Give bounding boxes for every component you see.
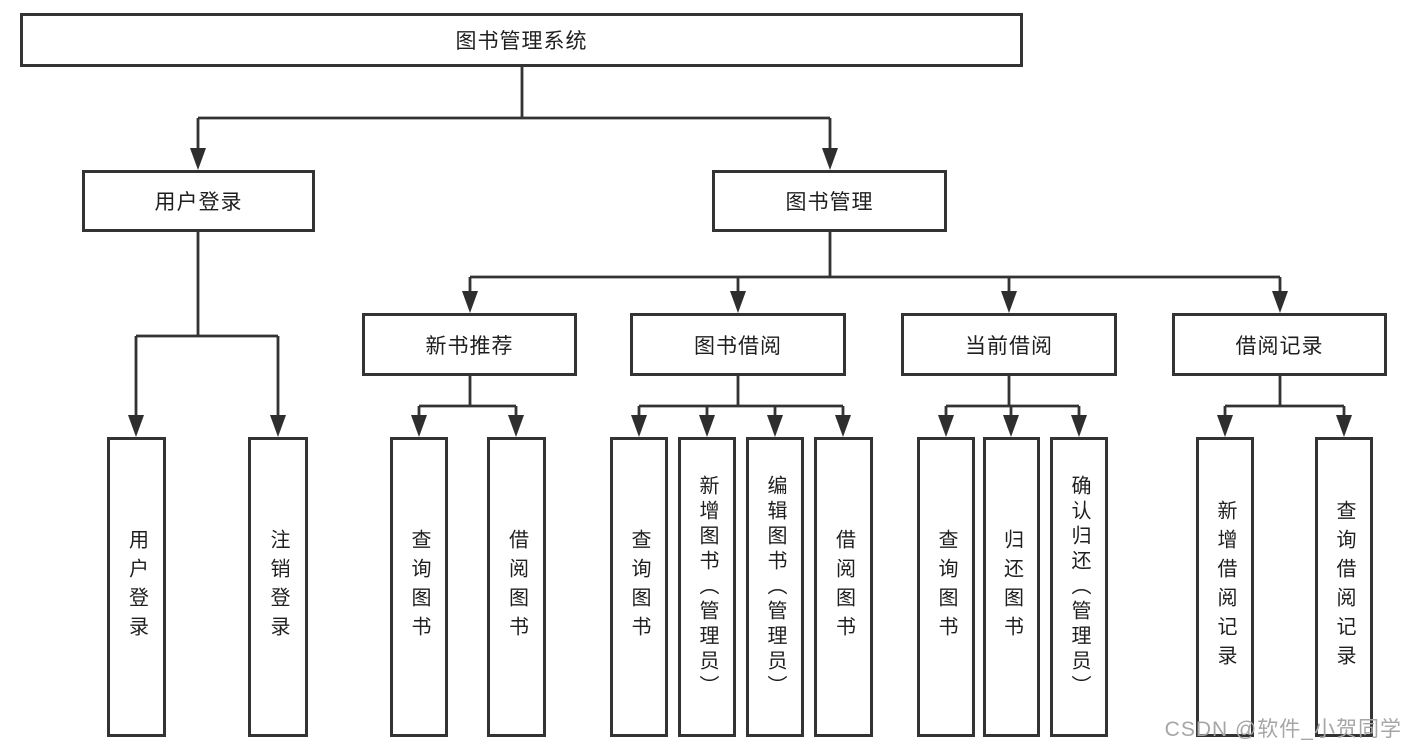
node-label: 图书借阅 xyxy=(694,334,782,358)
leaf-add-borrow-record: 新增借阅记录 xyxy=(1196,437,1254,737)
arrow-down-icon xyxy=(1217,415,1233,437)
arrow-down-icon xyxy=(190,148,206,170)
node-label: 用户登录 xyxy=(154,191,243,214)
node-label: 编辑图书（管理员） xyxy=(764,474,786,700)
watermark: CSDN @软件_小贺同学 xyxy=(1164,718,1402,741)
node-label: 借阅记录 xyxy=(1235,334,1324,358)
arrow-down-icon xyxy=(508,415,524,437)
node-label: 借阅图书 xyxy=(505,529,528,645)
leaf-confirm-return-admin: 确认归还（管理员） xyxy=(1050,437,1108,737)
arrow-down-icon xyxy=(128,415,144,437)
arrow-down-icon xyxy=(411,415,427,437)
arrowhead-icons xyxy=(128,148,1352,437)
arrow-down-icon xyxy=(1336,415,1352,437)
leaf-query-books-3: 查询图书 xyxy=(917,437,975,737)
arrow-down-icon xyxy=(462,291,478,313)
arrow-down-icon xyxy=(767,415,783,437)
node-label: 确认归还（管理员） xyxy=(1068,474,1090,700)
arrow-down-icon xyxy=(699,415,715,437)
node-current-borrowing: 当前借阅 xyxy=(901,313,1117,376)
node-label: 查询借阅记录 xyxy=(1333,500,1355,674)
node-label: 图书管理 xyxy=(785,191,874,214)
node-label: 用户登录 xyxy=(125,529,148,645)
arrow-down-icon xyxy=(631,415,647,437)
node-label: 图书管理系统 xyxy=(455,30,588,53)
node-label: 新增借阅记录 xyxy=(1214,500,1236,674)
arrow-down-icon xyxy=(1003,415,1019,437)
arrow-down-icon xyxy=(822,148,838,170)
arrow-down-icon xyxy=(938,415,954,437)
node-book-management: 图书管理 xyxy=(712,170,947,232)
arrow-down-icon xyxy=(835,415,851,437)
node-label: 归还图书 xyxy=(1000,529,1023,645)
leaf-edit-books-admin: 编辑图书（管理员） xyxy=(746,437,804,737)
arrow-down-icon xyxy=(1272,291,1288,313)
node-label: 查询图书 xyxy=(935,529,957,645)
node-label: 查询图书 xyxy=(628,529,650,645)
arrow-down-icon xyxy=(730,291,746,313)
arrow-down-icon xyxy=(270,415,286,437)
arrow-down-icon xyxy=(1071,415,1087,437)
node-label: 借阅图书 xyxy=(832,529,855,645)
leaf-query-books-2: 查询图书 xyxy=(610,437,668,737)
node-label: 注销登录 xyxy=(267,529,289,645)
edge-lines xyxy=(134,67,1346,417)
leaf-add-books-admin: 新增图书（管理员） xyxy=(678,437,736,737)
node-book-borrowing: 图书借阅 xyxy=(630,313,846,376)
leaf-borrow-books-2: 借阅图书 xyxy=(814,437,873,737)
node-label: 当前借阅 xyxy=(965,334,1053,358)
leaf-user-login: 用户登录 xyxy=(107,437,166,737)
arrow-down-icon xyxy=(1001,291,1017,313)
node-label: 查询图书 xyxy=(408,529,430,645)
node-new-book-recommendation: 新书推荐 xyxy=(362,313,577,376)
leaf-query-books: 查询图书 xyxy=(390,437,448,737)
node-label: 新增图书（管理员） xyxy=(696,474,718,700)
leaf-logout: 注销登录 xyxy=(248,437,308,737)
node-label: 新书推荐 xyxy=(425,334,514,358)
leaf-return-books: 归还图书 xyxy=(983,437,1040,737)
node-library-management-system: 图书管理系统 xyxy=(20,13,1023,67)
leaf-query-borrow-record: 查询借阅记录 xyxy=(1315,437,1373,737)
leaf-borrow-books: 借阅图书 xyxy=(487,437,546,737)
node-borrowing-records: 借阅记录 xyxy=(1172,313,1387,376)
node-user-login: 用户登录 xyxy=(82,170,315,232)
